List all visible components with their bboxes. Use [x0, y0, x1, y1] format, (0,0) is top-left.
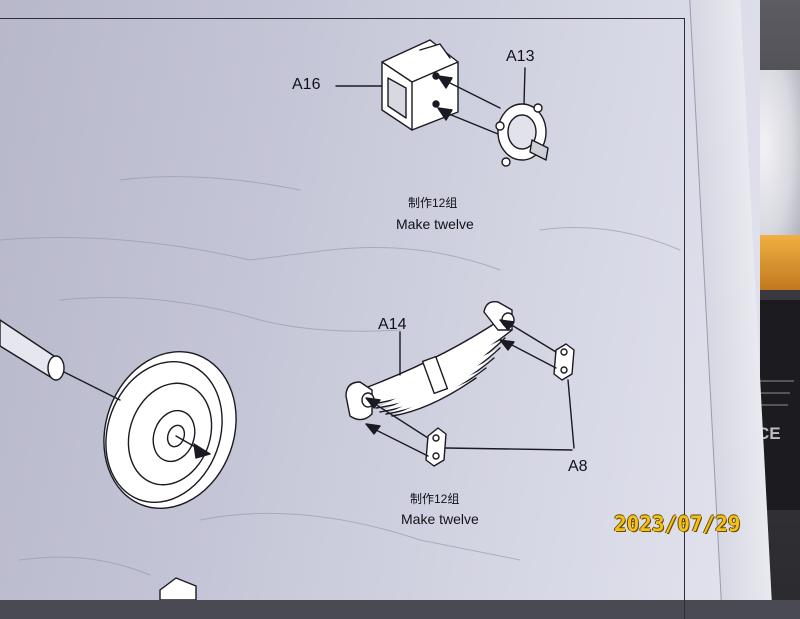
part-a13-drawing: [495, 103, 549, 167]
box-text-line: [758, 404, 788, 406]
part-a8-drawing: [425, 343, 575, 467]
instruction-en-top: Make twelve: [396, 216, 474, 232]
part-label-a14: A14: [378, 316, 407, 333]
assembly-drawings: [0, 39, 681, 600]
wheel-drawing: [0, 319, 237, 509]
part-label-a16: A16: [292, 76, 321, 93]
instruction-en-bottom: Make twelve: [401, 511, 479, 527]
instruction-cn-top: 制作12组: [408, 196, 458, 210]
part-label-a13: A13: [506, 48, 535, 65]
box-text-line: [758, 392, 790, 394]
box-text-line: [758, 380, 794, 382]
step-frame: [0, 18, 685, 619]
instruction-sheet: [0, 0, 760, 600]
part-a14-drawing: [345, 301, 515, 421]
date-stamp: 2023/07/29: [614, 512, 741, 536]
instruction-cn-bottom: 制作12组: [410, 492, 460, 506]
part-label-a8: A8: [568, 458, 588, 475]
